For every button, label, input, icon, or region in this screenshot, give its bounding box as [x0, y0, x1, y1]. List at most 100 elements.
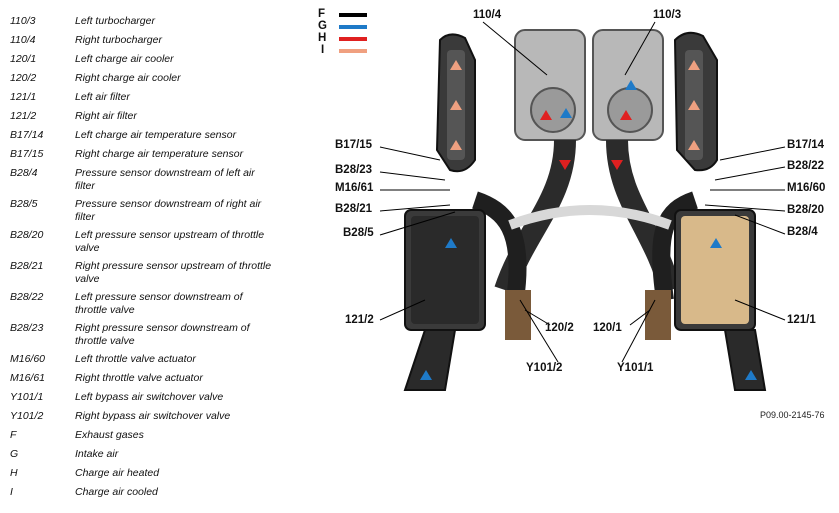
legend-description: Left bypass air switchover valve: [75, 391, 224, 403]
key-letter-i: I: [321, 44, 325, 56]
arrow-intake-5: [560, 108, 572, 118]
legend-code: 120/2: [10, 72, 37, 84]
legend-description: Left charge air temperature sensor: [75, 129, 237, 141]
left-intake-manifold: [673, 31, 718, 172]
arrow-cooled-6: [688, 60, 700, 70]
figure-reference: P09.00-2145-76: [760, 410, 825, 420]
legend-description: Charge air cooled: [75, 486, 158, 498]
callout-b28-21: B28/21: [335, 203, 373, 215]
legend-description: Intake air: [75, 448, 119, 460]
legend-code: B17/14: [10, 129, 44, 141]
callout-b28-23: B28/23: [335, 164, 373, 176]
arrow-intake-6: [625, 80, 637, 90]
right-charge-air-cooler: [505, 290, 531, 340]
legend-code: 121/1: [10, 91, 37, 103]
engine-diagram: F G H I 110/4 110/3 B17/15 B28/23 M16/61…: [318, 0, 839, 513]
callout-b28-4: B28/4: [787, 226, 818, 238]
left-charge-air-cooler: [645, 290, 671, 340]
callout-b28-22: B28/22: [787, 160, 825, 172]
callout-110-4: 110/4: [473, 9, 502, 21]
legend-description: Right bypass air switchover valve: [75, 410, 231, 422]
arrow-intake-2: [710, 238, 722, 248]
legend-description: Left turbocharger: [75, 15, 155, 27]
callout-b17-14: B17/14: [787, 139, 825, 151]
legend-description: Right throttle valve actuator: [75, 372, 203, 384]
callout-y101-2: Y101/2: [526, 362, 563, 374]
arrow-heated-3: [559, 160, 571, 170]
callout-121-1: 121/1: [787, 314, 816, 326]
legend-code: Y101/1: [10, 391, 44, 403]
callout-121-2: 121/2: [345, 314, 374, 326]
legend-code: Y101/2: [10, 410, 44, 422]
callout-120-2: 120/2: [545, 322, 574, 334]
legend-code: B17/15: [10, 148, 44, 160]
legend-code: F: [10, 429, 17, 441]
key-bar-cooled: [339, 49, 367, 53]
arrow-cooled-5: [688, 100, 700, 110]
arrow-heated-2: [620, 110, 632, 120]
legend-code: M16/61: [10, 372, 46, 384]
legend-description: Pressure sensor downstream of left air f…: [75, 167, 255, 192]
engine-illustration: [339, 13, 786, 391]
right-air-filter: [404, 209, 486, 331]
legend-code: M16/60: [10, 353, 46, 365]
legend-code: B28/23: [10, 322, 44, 334]
legend-description: Right turbocharger: [75, 34, 162, 46]
legend-description: Left charge air cooler: [75, 53, 174, 65]
legend-code: 120/1: [10, 53, 37, 65]
legend-code: B28/22: [10, 291, 44, 303]
legend-code: B28/20: [10, 229, 44, 241]
legend-code: B28/5: [10, 198, 38, 210]
legend-code: G: [10, 448, 19, 460]
legend-description: Pressure sensor downstream of right air …: [75, 198, 262, 223]
legend-description: Right pressure sensor upstream of thrott…: [75, 260, 272, 285]
callout-120-1: 120/1: [593, 322, 622, 334]
right-turbocharger: [514, 29, 586, 141]
legend-code: H: [10, 467, 18, 479]
key-bar-exhaust: [339, 13, 367, 17]
legend-description: Exhaust gases: [75, 429, 144, 441]
callout-b28-5: B28/5: [343, 227, 374, 239]
key-bar-heated: [339, 37, 367, 41]
legend-code: B28/21: [10, 260, 44, 272]
callout-y101-1: Y101/1: [617, 362, 654, 374]
legend-code: B28/4: [10, 167, 38, 179]
callout-m16-60: M16/60: [787, 182, 826, 194]
leader-lines: [379, 21, 786, 363]
key-letter-f: F: [318, 8, 326, 20]
arrow-cooled-4: [688, 140, 700, 150]
legend-code: 110/4: [10, 34, 36, 46]
left-air-filter: [674, 209, 756, 331]
arrow-heated-1: [540, 110, 552, 120]
right-intake-pipe: [471, 191, 527, 302]
left-air-intake: [723, 329, 767, 391]
legend-description: Left pressure sensor upstream of throttl…: [75, 229, 265, 254]
callout-m16-61: M16/61: [335, 182, 374, 194]
key-letter-h: H: [318, 32, 327, 44]
key-letter-g: G: [318, 20, 327, 32]
arrow-cooled-2: [450, 100, 462, 110]
right-air-intake: [403, 329, 457, 391]
key-bar-intake: [339, 25, 367, 29]
callout-b17-15: B17/15: [335, 139, 373, 151]
legend-code: I: [10, 486, 13, 498]
arrow-cooled-1: [450, 140, 462, 150]
crossover-pipe: [508, 205, 672, 230]
legend-description: Charge air heated: [75, 467, 160, 479]
callout-110-3: 110/3: [653, 9, 682, 21]
legend-description: Left throttle valve actuator: [75, 353, 196, 365]
callout-b28-20: B28/20: [787, 204, 825, 216]
legend-description: Right pressure sensor downstream of thro…: [75, 322, 250, 347]
arrow-intake-3: [420, 370, 432, 380]
legend-description: Right air filter: [75, 110, 137, 122]
legend-description: Right charge air cooler: [75, 72, 181, 84]
legend-description: Left pressure sensor downstream of throt…: [75, 291, 243, 316]
legend-code: 121/2: [10, 110, 37, 122]
legend-code: 110/3: [10, 15, 36, 27]
arrow-heated-4: [611, 160, 623, 170]
legend-description: Right charge air temperature sensor: [75, 148, 244, 160]
legend-description: Left air filter: [75, 91, 130, 103]
arrow-intake-4: [745, 370, 757, 380]
arrow-cooled-3: [450, 60, 462, 70]
arrow-intake-1: [445, 238, 457, 248]
